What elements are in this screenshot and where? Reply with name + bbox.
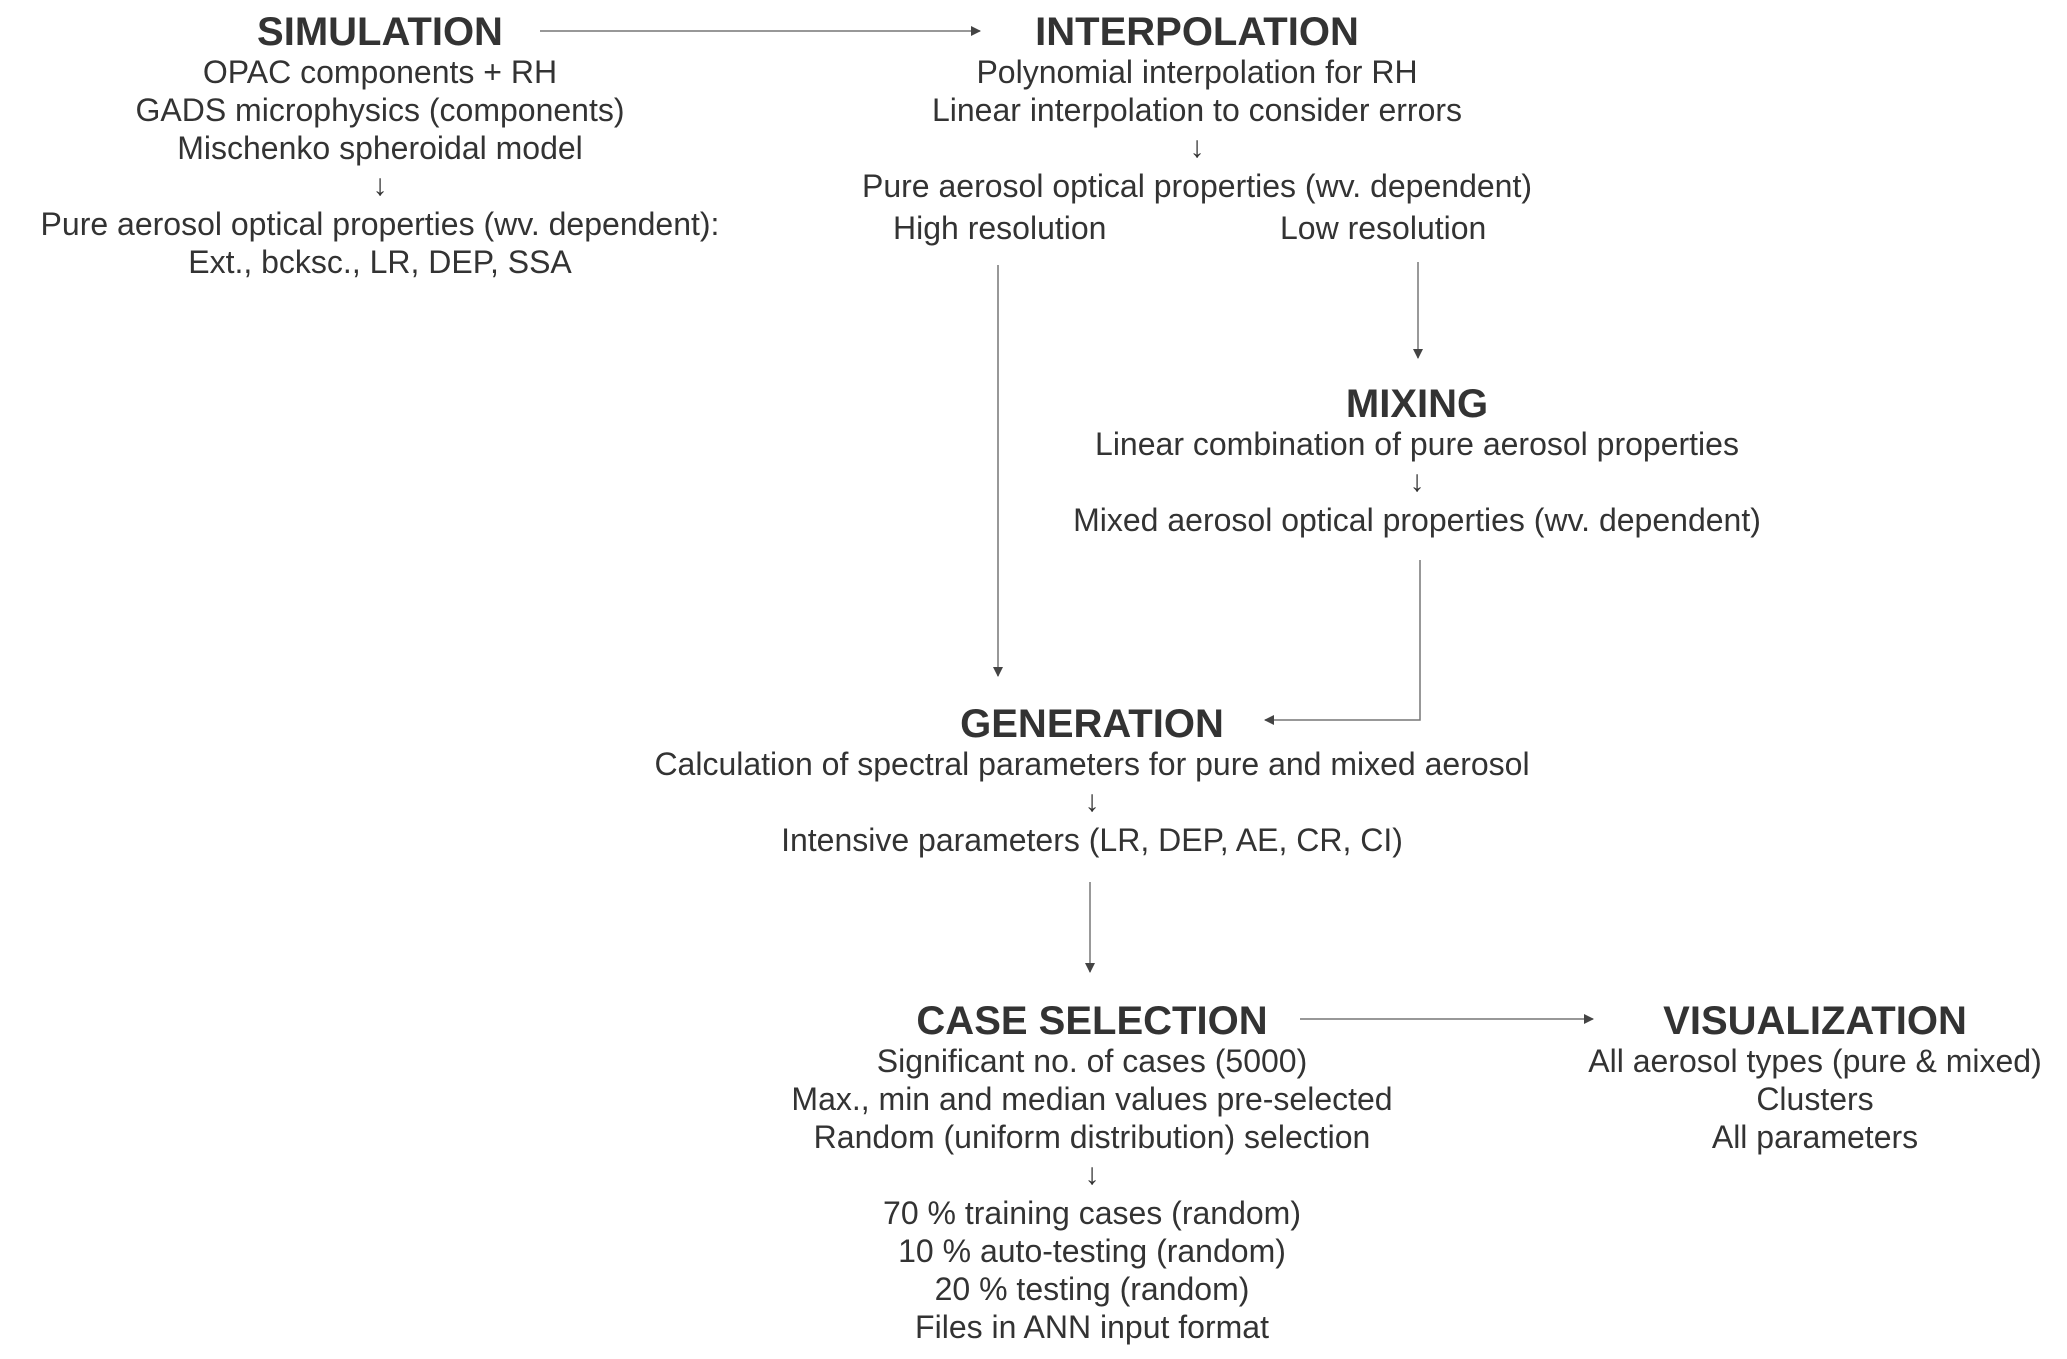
simulation-line: GADS microphysics (components) <box>135 92 625 128</box>
down-arrow-icon: ↓ <box>1084 1158 1100 1191</box>
high-resolution-label: High resolution <box>893 210 1107 246</box>
mixing-line: Linear combination of pure aerosol prope… <box>1095 426 1739 462</box>
visualization-block: VISUALIZATION All aerosol types (pure & … <box>1588 1000 2042 1156</box>
generation-block: GENERATION Calculation of spectral param… <box>654 703 1529 859</box>
case-selection-block: CASE SELECTION Significant no. of cases … <box>791 1000 1392 1346</box>
mixing-title: MIXING <box>1345 382 1489 426</box>
interpolation-title: INTERPOLATION <box>1035 10 1359 54</box>
down-arrow-icon: ↓ <box>1084 785 1100 818</box>
low-resolution-label: Low resolution <box>1280 210 1487 246</box>
case-selection-title: CASE SELECTION <box>916 999 1268 1043</box>
simulation-line: OPAC components + RH <box>202 54 558 90</box>
case-selection-line: Files in ANN input format <box>915 1309 1269 1345</box>
generation-title: GENERATION <box>960 702 1224 746</box>
interpolation-line: Pure aerosol optical properties (wv. dep… <box>862 168 1532 204</box>
visualization-title: VISUALIZATION <box>1663 999 1967 1043</box>
interpolation-line: Linear interpolation to consider errors <box>931 92 1463 128</box>
case-selection-line: 10 % auto-testing (random) <box>898 1233 1286 1269</box>
mixing-block: MIXING Linear combination of pure aeroso… <box>1073 383 1761 539</box>
case-selection-line: 20 % testing (random) <box>934 1271 1250 1307</box>
case-selection-line: Max., min and median values pre-selected <box>791 1081 1393 1117</box>
visualization-line: Clusters <box>1756 1081 1874 1117</box>
simulation-line: Ext., bcksc., LR, DEP, SSA <box>188 244 572 280</box>
simulation-line: Pure aerosol optical properties (wv. dep… <box>40 206 720 242</box>
case-selection-line: Significant no. of cases (5000) <box>876 1043 1308 1079</box>
down-arrow-icon: ↓ <box>1189 131 1205 164</box>
generation-line: Calculation of spectral parameters for p… <box>654 746 1530 782</box>
case-selection-line: 70 % training cases (random) <box>883 1195 1301 1231</box>
down-arrow-icon: ↓ <box>372 169 388 202</box>
down-arrow-icon: ↓ <box>1409 465 1425 498</box>
visualization-line: All parameters <box>1711 1119 1919 1155</box>
interpolation-line: Polynomial interpolation for RH <box>976 54 1418 90</box>
case-selection-line: Random (uniform distribution) selection <box>813 1119 1371 1155</box>
generation-line: Intensive parameters (LR, DEP, AE, CR, C… <box>781 822 1403 858</box>
interpolation-block: INTERPOLATION Polynomial interpolation f… <box>862 11 1532 205</box>
visualization-line: All aerosol types (pure & mixed) <box>1588 1043 2042 1079</box>
simulation-block: SIMULATION OPAC components + RH GADS mic… <box>41 11 720 281</box>
simulation-title: SIMULATION <box>257 10 503 54</box>
simulation-line: Mischenko spheroidal model <box>177 130 583 166</box>
mixing-line: Mixed aerosol optical properties (wv. de… <box>1073 502 1761 538</box>
arrow-mixing-to-generation <box>1264 560 1421 725</box>
